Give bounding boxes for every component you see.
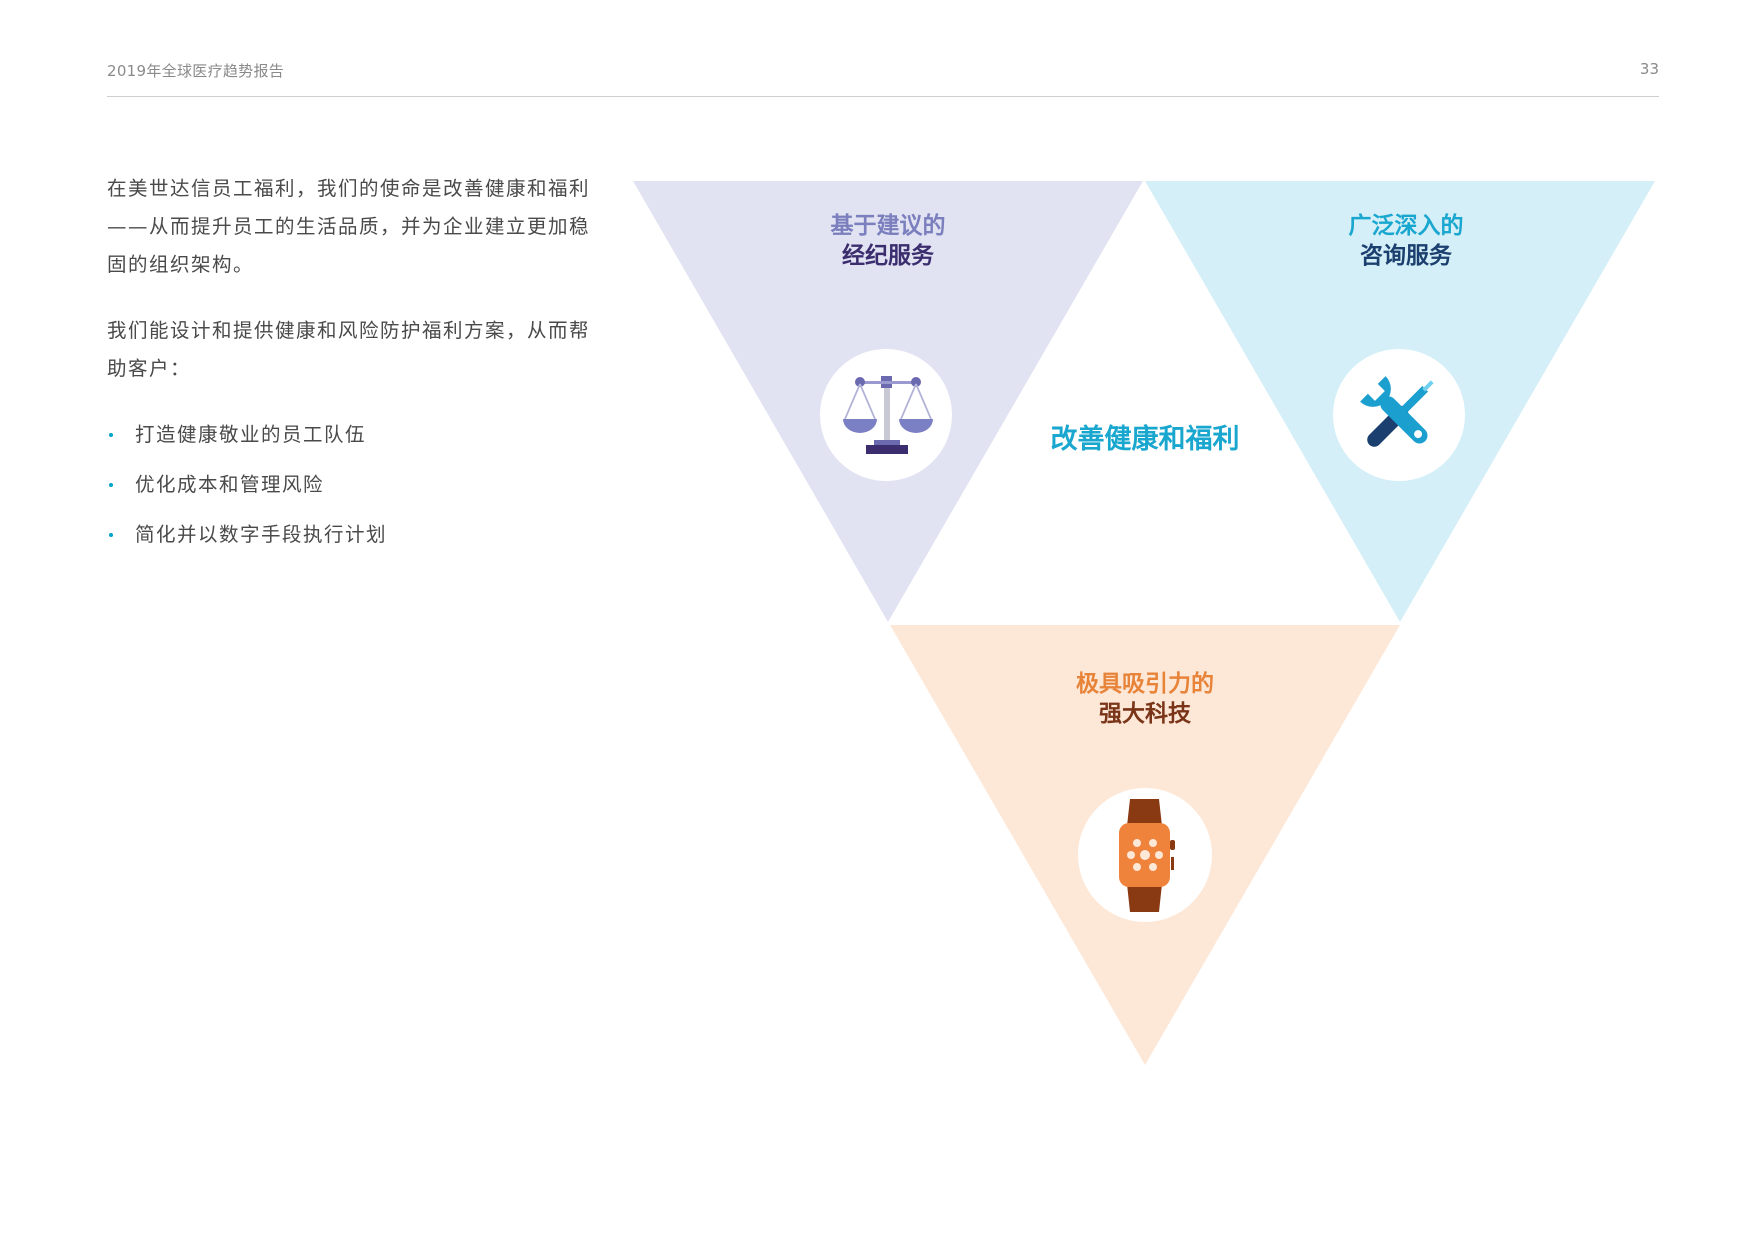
page-header: 2019年全球医疗趋势报告 33 [107,60,1659,97]
label-center: 改善健康和福利 [1025,425,1265,455]
list-item: 优化成本和管理风险 [107,466,607,504]
label-right-line2: 咨询服务 [1360,243,1452,269]
label-bottom-line2: 强大科技 [1099,701,1191,727]
label-left-line2: 经纪服务 [842,243,934,269]
list-item: 打造健康敬业的员工队伍 [107,416,607,454]
label-bottom: 极具吸引力的 强大科技 [1035,669,1255,729]
label-right-line1: 广泛深入的 [1348,213,1464,239]
label-left: 基于建议的 经纪服务 [788,211,988,271]
page-number: 33 [1639,60,1659,78]
label-bottom-line1: 极具吸引力的 [1076,671,1214,697]
intro-paragraph-2: 我们能设计和提供健康和风险防护福利方案，从而帮助客户： [107,319,591,380]
smartwatch-icon [1119,799,1175,912]
report-title: 2019年全球医疗趋势报告 [107,62,285,80]
bullet-dot-icon [109,433,113,437]
scales-icon [843,376,933,454]
intro-paragraph-1: 在美世达信员工福利，我们的使命是改善健康和福利——从而提升员工的生活品质，并为企… [107,177,591,276]
label-center-text: 改善健康和福利 [1050,424,1240,455]
tools-icon [1360,376,1434,447]
bullet-dot-icon [109,483,113,487]
intro-text: 在美世达信员工福利，我们的使命是改善健康和福利——从而提升员工的生活品质，并为企… [107,170,607,566]
bullet-dot-icon [109,533,113,537]
bullet-list: 打造健康敬业的员工队伍 优化成本和管理风险 简化并以数字手段执行计划 [107,416,607,554]
list-item: 简化并以数字手段执行计划 [107,516,607,554]
label-right: 广泛深入的 咨询服务 [1306,211,1506,271]
label-left-line1: 基于建议的 [830,213,946,239]
